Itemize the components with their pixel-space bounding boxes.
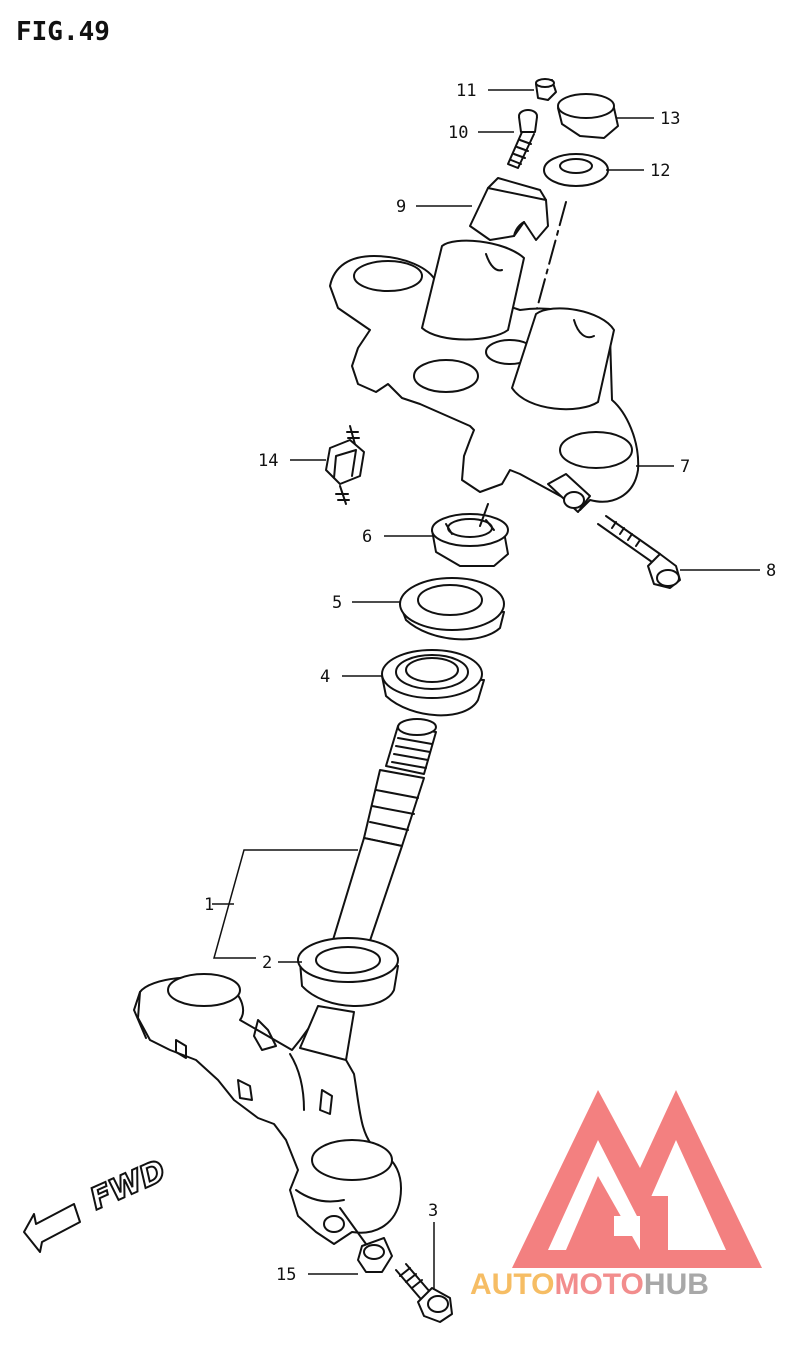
part-6-steering-nut [431, 513, 509, 567]
fwd-label: FWD [85, 1153, 171, 1217]
callout-13: 13 [660, 109, 680, 129]
watermark-auto: AUTO [470, 1268, 554, 1301]
part-3-bolt [395, 1263, 453, 1323]
callout-4: 4 [320, 667, 330, 687]
callout-7: 7 [680, 457, 690, 477]
part-13-cap-nut [557, 93, 619, 139]
callout-5: 5 [332, 593, 342, 613]
callout-8: 8 [766, 561, 776, 581]
callout-6: 6 [362, 527, 372, 547]
part-5-dust-seal [399, 577, 505, 641]
watermark-moto: MOTO [554, 1268, 643, 1301]
automotohub-logo-icon [512, 1090, 762, 1268]
part-8-bolt [597, 515, 681, 589]
callout-1: 1 [204, 895, 214, 915]
part-11-cap [535, 78, 557, 101]
figure-title: FIG.49 [16, 17, 110, 47]
callout-11: 11 [456, 81, 476, 101]
part-15-clip [339, 1207, 393, 1273]
part-10-bolt [507, 109, 538, 169]
callout-9: 9 [396, 197, 406, 217]
part-9-handlebar-clamp [469, 177, 549, 241]
svg-text:AUTOMOTOHUB: AUTOMOTOHUB [470, 1268, 709, 1301]
leader-lines [212, 89, 760, 1290]
callout-2: 2 [262, 953, 272, 973]
callout-3: 3 [428, 1201, 438, 1221]
callout-15: 15 [276, 1265, 296, 1285]
part-4-bearing [381, 649, 485, 717]
part-12-washer [543, 153, 609, 187]
part-14-stud [325, 425, 365, 505]
watermark: AUTOMOTOHUB [470, 1090, 762, 1301]
callout-labels: 1 2 3 4 5 6 7 8 9 10 11 12 13 14 15 [204, 81, 776, 1285]
part-7-upper-bracket [329, 239, 640, 513]
fwd-arrow-icon [23, 1203, 81, 1253]
watermark-hub: HUB [644, 1268, 709, 1301]
part-2-lower-bearing [297, 937, 399, 1061]
callout-12: 12 [650, 161, 670, 181]
callout-10: 10 [448, 123, 468, 143]
callout-14: 14 [258, 451, 278, 471]
fwd-indicator: FWD [23, 1152, 172, 1253]
